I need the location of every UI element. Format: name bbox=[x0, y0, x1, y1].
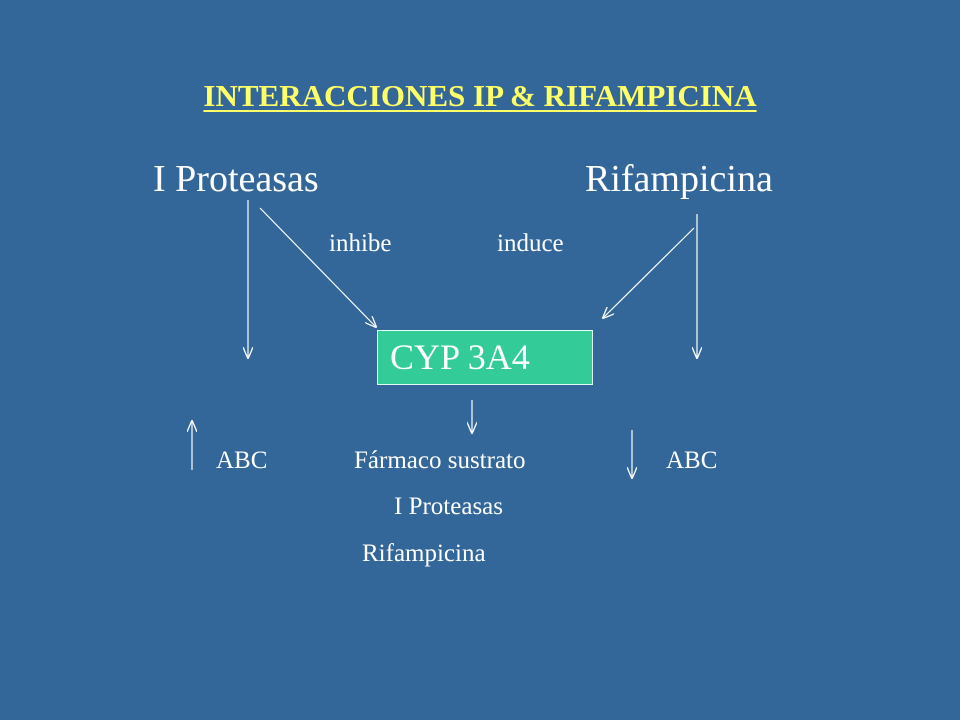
induce-arrow bbox=[603, 227, 695, 318]
induce-label: induce bbox=[497, 230, 564, 257]
substrate-item-rifampicina: Rifampicina bbox=[362, 540, 486, 567]
inhibe-label: inhibe bbox=[329, 230, 392, 257]
right-drug-label: Rifampicina bbox=[585, 158, 773, 200]
slide-title: INTERACCIONES IP & RIFAMPICINA bbox=[203, 78, 757, 113]
enzyme-label: CYP 3A4 bbox=[390, 337, 530, 377]
enzyme-box: CYP 3A4 bbox=[377, 330, 593, 385]
substrate-header: Fármaco sustrato bbox=[354, 447, 526, 474]
left-effect-label: ABC bbox=[216, 447, 268, 474]
right-effect-label: ABC bbox=[666, 447, 718, 474]
inhibe-arrow bbox=[259, 207, 376, 327]
substrate-item-proteasas: I Proteasas bbox=[394, 493, 503, 520]
left-drug-label: I Proteasas bbox=[153, 158, 319, 200]
